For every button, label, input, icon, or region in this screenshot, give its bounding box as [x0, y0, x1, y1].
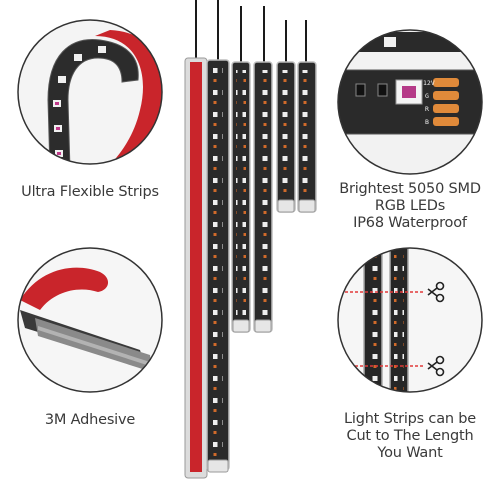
led-strip-group	[184, 0, 317, 479]
caption-flexible: Ultra Flexible Strips	[21, 184, 159, 200]
caption-cut: Light Strips can be Cut to The Length Yo…	[343, 411, 477, 461]
pad-label: 12V	[423, 79, 435, 87]
pad-label: R	[425, 105, 429, 113]
flexible-strip-photo	[17, 19, 163, 165]
scissors-icon	[427, 281, 445, 303]
adhesive-tape-photo	[17, 247, 163, 393]
caption-smd: Brightest 5050 SMD RGB LEDs IP68 Waterpr…	[339, 181, 481, 231]
smd-led-closeup-photo: 12V G R B	[337, 29, 483, 175]
pad-label: B	[425, 118, 429, 126]
pad-label: G	[425, 92, 429, 100]
caption-adhesive: 3M Adhesive	[44, 412, 136, 428]
scissors-icon	[427, 355, 445, 377]
cut-strips-photo	[337, 247, 483, 393]
